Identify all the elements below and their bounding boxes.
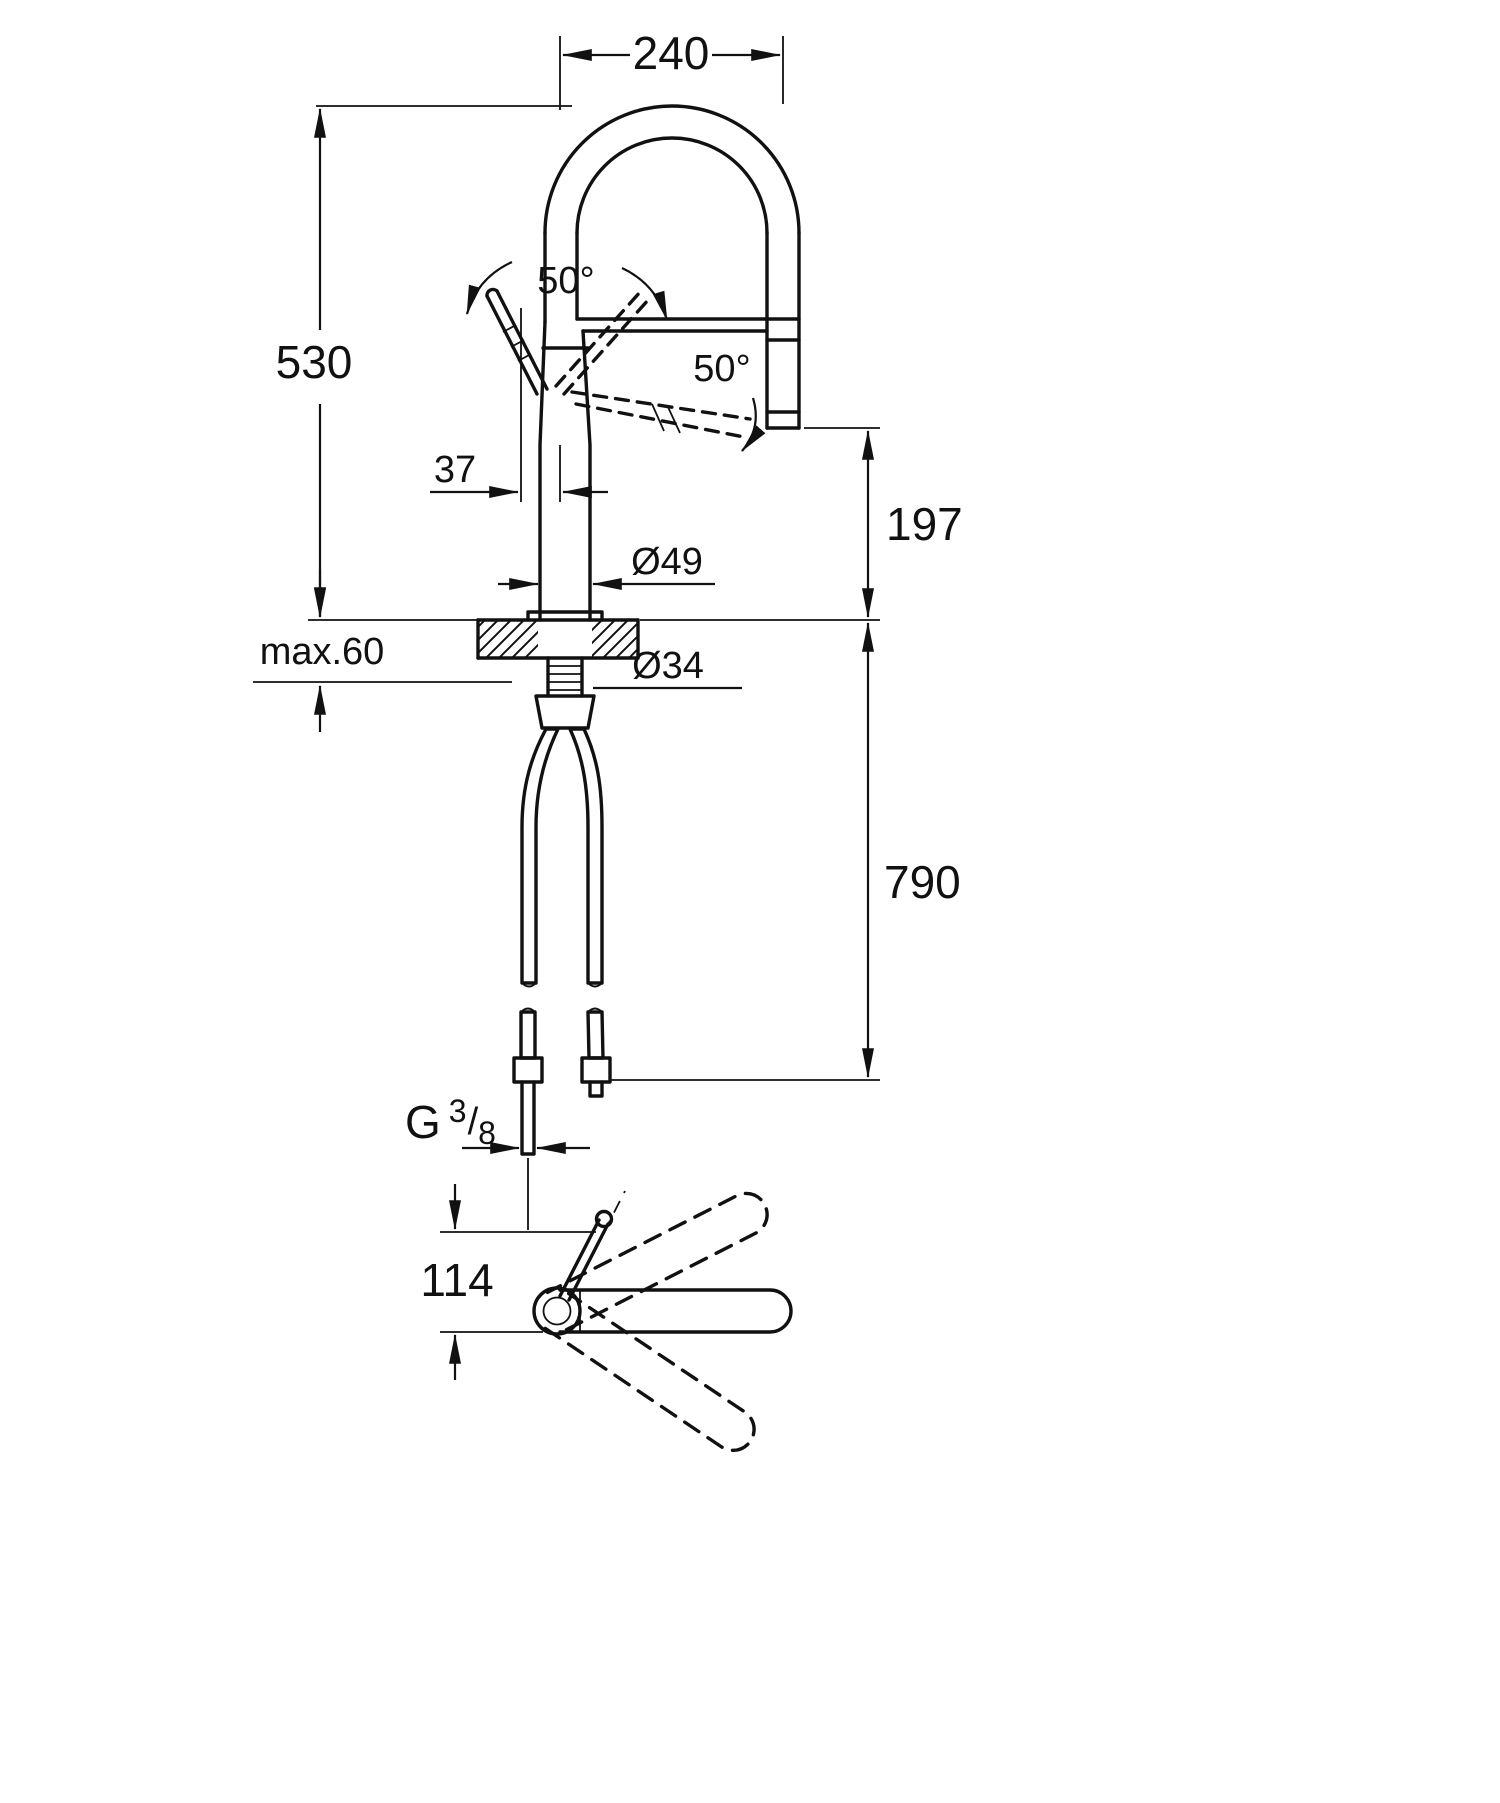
dim-50-upper-label: 50° [537,260,594,302]
dim-197-label: 197 [886,498,963,550]
supply-hoses [512,727,612,1230]
dim-530-label: 530 [276,336,353,388]
swing-arc-arrow-lower [741,397,766,452]
handle-swing-positions [465,260,766,452]
thread-g: G [405,1096,441,1148]
dim-790: 790 [610,621,961,1081]
hose-left-lower [519,1010,537,1060]
hose-right-lower [586,1010,605,1060]
dim-790-label: 790 [884,856,961,908]
thread-stub-left [520,1080,536,1156]
dim-49: Ø49 [498,541,715,590]
dim-197: 197 [640,427,963,621]
hose-right-upper [568,727,604,985]
dim-34-label: Ø34 [632,645,704,687]
dim-530: 530 [276,105,572,619]
plan-view [532,1190,793,1453]
base-flange [526,610,604,622]
plan-spout-solid [558,1288,793,1334]
thread-stub-right [588,1080,604,1098]
swing-arc-arrow-right [621,267,669,322]
dim-34: Ø34 [593,645,742,690]
dim-37: 37 [430,308,608,502]
dim-240-label: 240 [633,27,710,79]
dim-49-label: Ø49 [631,541,703,583]
thread-slash: / [468,1101,479,1143]
mounting-assembly [534,656,596,730]
dim-240: 240 [559,27,784,110]
mounting-nut [534,694,596,730]
hose-fitting-left [512,1056,544,1084]
hose-left-upper [520,727,560,985]
dim-max60-label: max.60 [260,631,385,673]
dim-50-lower-label: 50° [693,348,750,390]
thread-numerator: 3 [449,1093,467,1129]
dim-max60: max.60 [253,570,512,732]
hose-break-marks [520,982,603,1013]
dim-114-label: 114 [420,1254,493,1306]
dimensions: 240 530 50° 50° 37 Ø49 [253,27,963,1380]
spray-head [765,231,801,430]
spout-outer-arc [543,104,801,235]
dim-114: 114 [420,1184,596,1380]
swing-arc-arrow-left [465,260,513,316]
spout-inner-arc [575,136,769,235]
plan-spout-swivel-lower [543,1291,756,1453]
front-view [465,104,801,1230]
faucet-body [526,320,604,622]
plan-handle [558,1190,626,1302]
counter-deck [476,618,640,660]
thread-denominator: 8 [478,1115,496,1151]
dim-37-label: 37 [434,449,476,491]
hose-fitting-right [580,1056,612,1084]
handle-lever [485,287,549,396]
